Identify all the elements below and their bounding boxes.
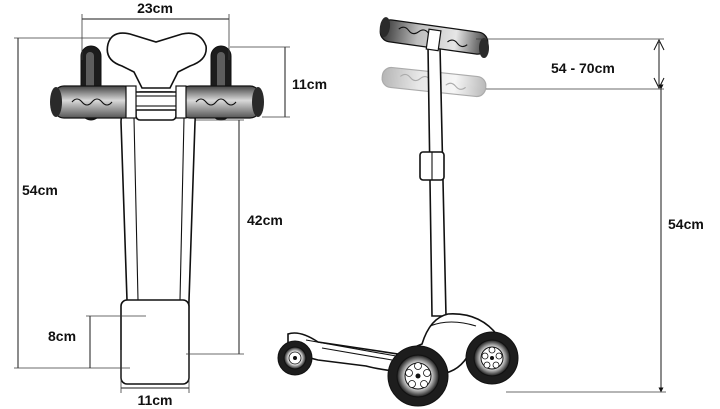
label-height-adjustment: 54 - 70cm bbox=[551, 60, 615, 76]
front-deck-tail bbox=[120, 299, 190, 385]
dim-height-adjustment: 54 - 70cm bbox=[476, 38, 665, 90]
label-deck-width: 11cm bbox=[137, 392, 172, 408]
label-grip-height: 11cm bbox=[292, 76, 327, 92]
label-rear-wheel-height: 8cm bbox=[48, 328, 76, 344]
side-handlebar bbox=[379, 17, 489, 58]
dim-deck-width: 11cm bbox=[120, 350, 190, 408]
front-left-grip bbox=[50, 85, 137, 119]
front-right-grip bbox=[175, 85, 264, 119]
dim-handlebar-width: 23cm bbox=[81, 0, 230, 60]
dim-total-height-front: 54cm bbox=[14, 37, 130, 369]
dim-total-height-side: 54cm bbox=[506, 84, 704, 393]
side-rear-wheel bbox=[277, 340, 313, 376]
label-total-height-front: 54cm bbox=[22, 182, 58, 198]
label-total-height-side: 54cm bbox=[668, 216, 704, 232]
dim-deck-length: 42cm bbox=[186, 119, 283, 355]
dim-grip-height: 11cm bbox=[230, 46, 327, 118]
dim-rear-wheel-height: 8cm bbox=[48, 315, 146, 368]
front-view bbox=[50, 32, 264, 385]
side-front-wheel-right bbox=[465, 331, 519, 385]
side-view bbox=[277, 17, 519, 407]
label-deck-length: 42cm bbox=[247, 212, 283, 228]
label-handlebar-width: 23cm bbox=[137, 0, 173, 16]
front-handle-body bbox=[106, 32, 207, 89]
side-front-wheel-left bbox=[387, 345, 449, 407]
